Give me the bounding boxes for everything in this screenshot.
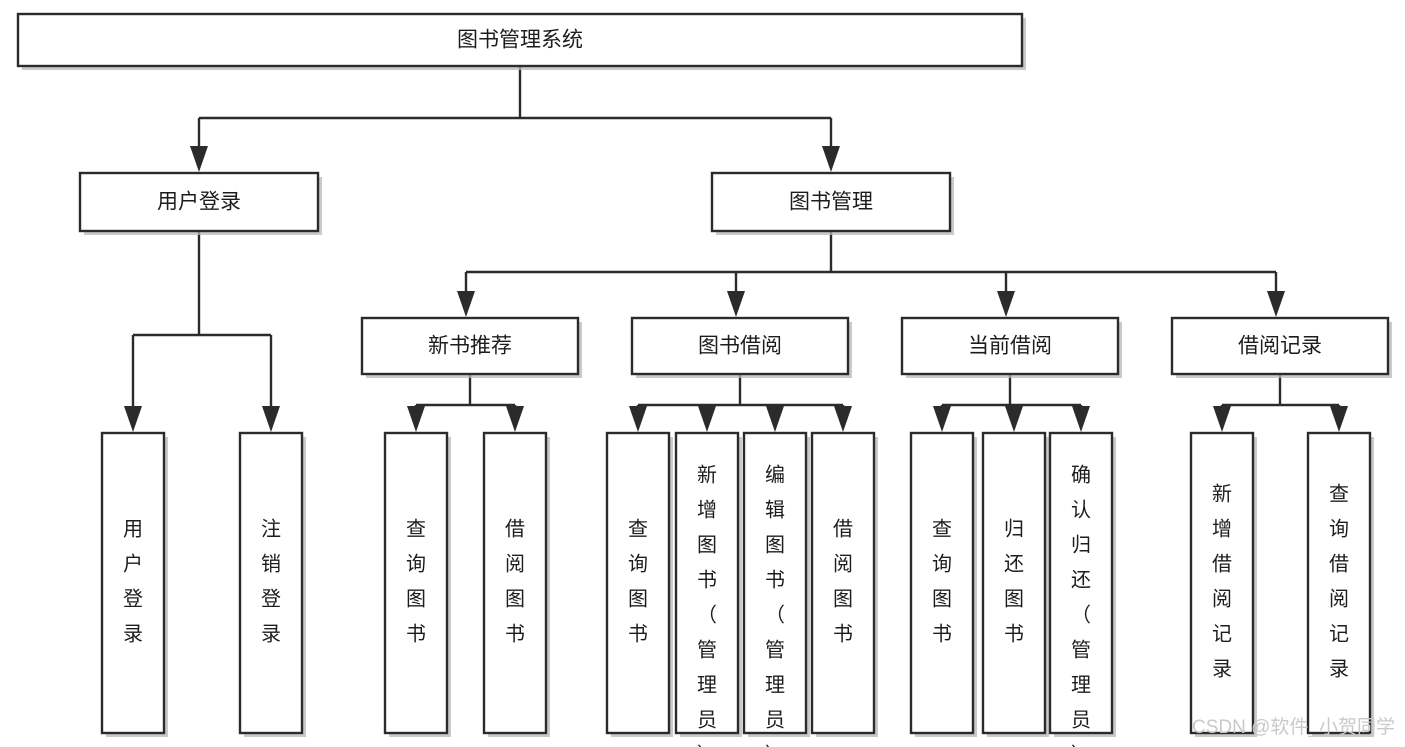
node-label-borrow-record: 借阅记录 <box>1238 335 1322 358</box>
connector-root-to-level1 <box>190 66 840 172</box>
connector-layer <box>124 66 1348 432</box>
node-label-leaf-add-book: 新增图书（管理员） <box>697 464 717 747</box>
connector-current-borrow-to-leaves <box>933 374 1090 432</box>
node-label-leaf-add-record: 新增借阅记录 <box>1212 483 1232 681</box>
node-label-root: 图书管理系统 <box>457 29 583 52</box>
node-root[interactable]: 图书管理系统 <box>16 12 1026 70</box>
node-label-leaf-return-book: 归还图书 <box>1004 518 1024 646</box>
node-current-borrow[interactable]: 当前借阅 <box>900 316 1122 378</box>
node-label-leaf-user-login: 用户登录 <box>123 519 143 646</box>
node-leaf-query-book-borrow[interactable]: 查询图书 <box>605 431 673 737</box>
node-label-leaf-query-book-current: 查询图书 <box>932 518 952 646</box>
connector-user-login-to-leaves <box>124 231 280 432</box>
node-leaf-borrow-book-rec[interactable]: 借阅图书 <box>482 431 550 737</box>
node-label-leaf-query-book-rec: 查询图书 <box>406 518 426 646</box>
connector-book-borrow-to-leaves <box>629 374 852 432</box>
connector-book-management-to-level2 <box>457 231 1285 317</box>
node-leaf-add-record[interactable]: 新增借阅记录 <box>1189 431 1257 737</box>
node-leaf-borrow-book[interactable]: 借阅图书 <box>810 431 878 737</box>
node-label-current-borrow: 当前借阅 <box>968 335 1052 358</box>
node-label-leaf-borrow-book: 借阅图书 <box>833 518 853 646</box>
node-label-leaf-query-record: 查询借阅记录 <box>1329 483 1349 681</box>
node-label-leaf-borrow-book-rec: 借阅图书 <box>505 518 525 646</box>
node-leaf-logout[interactable]: 注销登录 <box>238 431 306 737</box>
node-label-leaf-edit-book: 编辑图书（管理员） <box>765 464 785 747</box>
node-label-leaf-confirm-return: 确认归还（管理员） <box>1071 464 1091 747</box>
node-book-borrow[interactable]: 图书借阅 <box>630 316 852 378</box>
node-leaf-confirm-return[interactable]: 确认归还（管理员） <box>1048 431 1116 747</box>
node-label-book-management: 图书管理 <box>789 191 873 214</box>
node-label-leaf-query-book-borrow: 查询图书 <box>628 518 648 646</box>
node-label-book-borrow: 图书借阅 <box>698 335 782 358</box>
node-layer: 图书管理系统用户登录图书管理新书推荐图书借阅当前借阅借阅记录用户登录注销登录查询… <box>16 12 1392 747</box>
node-leaf-add-book[interactable]: 新增图书（管理员） <box>674 431 742 747</box>
node-label-leaf-logout: 注销登录 <box>261 518 281 646</box>
connector-new-book-recommend-to-leaves <box>407 374 524 432</box>
connector-borrow-record-to-leaves <box>1213 374 1348 432</box>
node-user-login[interactable]: 用户登录 <box>78 171 322 235</box>
node-borrow-record[interactable]: 借阅记录 <box>1170 316 1392 378</box>
node-leaf-return-book[interactable]: 归还图书 <box>981 431 1049 737</box>
node-new-book-recommend[interactable]: 新书推荐 <box>360 316 582 378</box>
node-leaf-query-book-current[interactable]: 查询图书 <box>909 431 977 737</box>
node-label-new-book-recommend: 新书推荐 <box>428 335 512 358</box>
node-leaf-query-book-rec[interactable]: 查询图书 <box>383 431 451 737</box>
node-leaf-user-login[interactable]: 用户登录 <box>100 431 168 737</box>
node-book-management[interactable]: 图书管理 <box>710 171 954 235</box>
node-leaf-edit-book[interactable]: 编辑图书（管理员） <box>742 431 810 747</box>
node-leaf-query-record[interactable]: 查询借阅记录 <box>1306 431 1374 737</box>
csdn-watermark: CSDN @软件_小贺同学 <box>1192 716 1395 738</box>
node-label-user-login: 用户登录 <box>157 191 241 214</box>
